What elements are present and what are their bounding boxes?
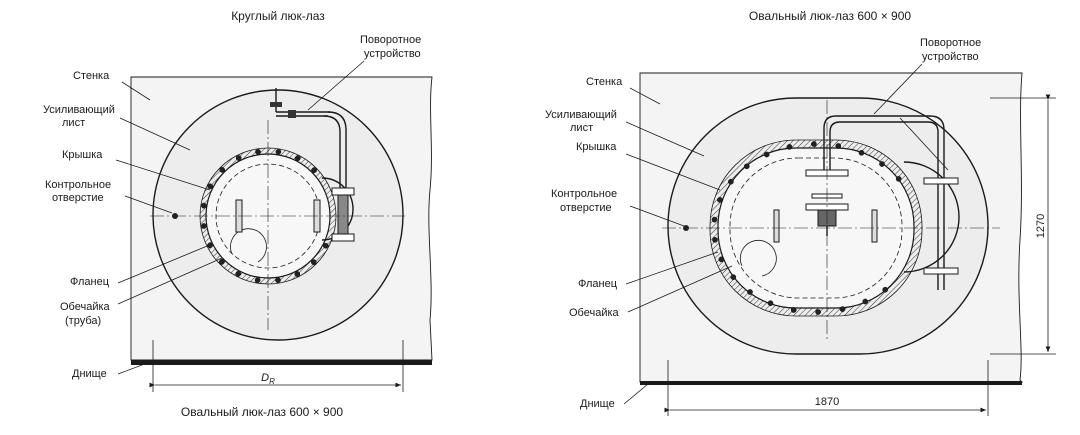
- left-bolt: [200, 202, 207, 209]
- right-title: Овальный люк-лаз 600 × 900: [749, 9, 911, 23]
- right-label-flange: Фланец: [578, 278, 618, 290]
- left-label-shell-2: (труба): [65, 315, 101, 327]
- right-bolt: [839, 306, 846, 312]
- right-bolt: [858, 149, 865, 156]
- left-label-plate-1: Усиливающий: [43, 104, 115, 116]
- left-bolt: [311, 167, 317, 174]
- left-leader-bottom: [117, 361, 151, 375]
- left-label-wall: Стенка: [73, 70, 110, 82]
- left-leader-wall: [121, 81, 151, 101]
- right-bolt: [879, 161, 885, 167]
- right-label-wall: Стенка: [586, 76, 623, 88]
- left-bolt: [200, 223, 207, 229]
- left-leader-rotary: [307, 60, 365, 111]
- left-leader-cover: [115, 159, 211, 191]
- right-hinge-cutout: [903, 161, 960, 273]
- right-bolt: [730, 274, 737, 280]
- left-bolt: [235, 155, 242, 161]
- right-bolt: [717, 197, 723, 203]
- left-bolt: [294, 271, 301, 277]
- right-bolt: [882, 286, 889, 293]
- left-dim-label: DR: [261, 372, 275, 386]
- round-manhole-drawing: Круглый люк-лаз: [43, 9, 433, 419]
- right-leader-flange: [625, 251, 719, 285]
- left-bolt: [255, 148, 261, 155]
- left-title: Круглый люк-лаз: [231, 9, 325, 23]
- left-bolt: [207, 183, 214, 190]
- right-bolt: [815, 309, 821, 315]
- right-bolt: [728, 178, 734, 185]
- left-leader-shell: [117, 257, 223, 305]
- right-bottom-plate: [640, 381, 1022, 385]
- right-label-hole-2: отверстие: [560, 202, 612, 214]
- right-shell-dashed: [729, 157, 903, 299]
- left-leader-hole: [124, 195, 173, 214]
- left-bolt: [294, 155, 301, 162]
- right-label-rotary-1: Поворотное: [920, 37, 981, 49]
- right-bolt: [862, 298, 869, 305]
- left-bolt-ring: [200, 148, 329, 284]
- right-height-dim: 1270: [1035, 214, 1047, 238]
- right-bolt: [712, 237, 718, 243]
- right-leader-rotary: [873, 63, 923, 115]
- left-bottom-plate: [131, 360, 432, 365]
- right-bolt: [767, 300, 774, 307]
- right-width-dim: 1870: [815, 396, 839, 408]
- right-handle-2: [871, 209, 878, 243]
- right-leader-wall: [629, 87, 661, 105]
- right-bolt: [711, 216, 718, 223]
- right-leader-plate: [625, 121, 705, 157]
- right-bolt: [718, 256, 725, 263]
- right-bolt: [747, 289, 753, 295]
- left-bolt: [254, 277, 261, 284]
- left-leader-flange: [117, 243, 213, 284]
- right-label-plate-2: лист: [570, 122, 593, 134]
- right-bolt: [786, 144, 793, 150]
- left-caption: Овальный люк-лаз 600 × 900: [181, 405, 343, 419]
- left-inspection-hole: [172, 213, 178, 219]
- right-bolt: [790, 307, 797, 313]
- left-bolt: [235, 270, 242, 277]
- left-bolt: [275, 277, 281, 284]
- left-label-bottom: Днище: [72, 368, 107, 380]
- oval-manhole-drawing: Овальный люк-лаз 600 × 900: [545, 9, 1056, 416]
- right-leader-bottom: [623, 383, 649, 405]
- left-label-rotary-1: Поворотное: [360, 34, 421, 46]
- left-bolt: [310, 259, 317, 265]
- right-label-rotary-2: устройство: [922, 51, 979, 63]
- right-label-bottom: Днище: [580, 398, 615, 410]
- right-bolt: [835, 143, 842, 149]
- left-label-plate-2: лист: [62, 117, 85, 129]
- right-leader-cover: [625, 153, 721, 191]
- right-label-shell: Обечайка: [569, 307, 620, 319]
- right-inspection-hole: [683, 225, 689, 231]
- right-bolt-ring: [711, 141, 902, 315]
- right-bolt: [895, 176, 902, 182]
- right-label-hole-1: Контрольное: [551, 188, 617, 200]
- right-label-cover: Крышка: [576, 141, 617, 153]
- left-bolt: [275, 148, 282, 155]
- right-leader-hole: [629, 205, 685, 227]
- left-bolt: [219, 167, 226, 173]
- left-label-shell-1: Обечайка: [60, 301, 111, 313]
- left-rotary-device: [270, 88, 355, 242]
- left-label-cover: Крышка: [62, 149, 103, 161]
- right-bolt: [811, 141, 817, 147]
- left-cutout: [230, 228, 267, 263]
- left-leader-plate: [119, 117, 191, 151]
- right-bolt: [763, 151, 770, 158]
- left-label-hole-1: Контрольное: [45, 179, 111, 191]
- right-leader-shell: [627, 265, 733, 313]
- right-label-plate-1: Усиливающий: [545, 109, 617, 121]
- right-bolt: [743, 163, 750, 170]
- left-bolt: [322, 242, 329, 249]
- left-label-rotary-2: устройство: [364, 48, 421, 60]
- left-bolt: [219, 258, 225, 265]
- right-handle-1: [773, 209, 780, 243]
- right-cutout: [739, 240, 777, 277]
- left-label-flange: Фланец: [70, 276, 110, 288]
- left-label-hole-2: отверстие: [52, 192, 104, 204]
